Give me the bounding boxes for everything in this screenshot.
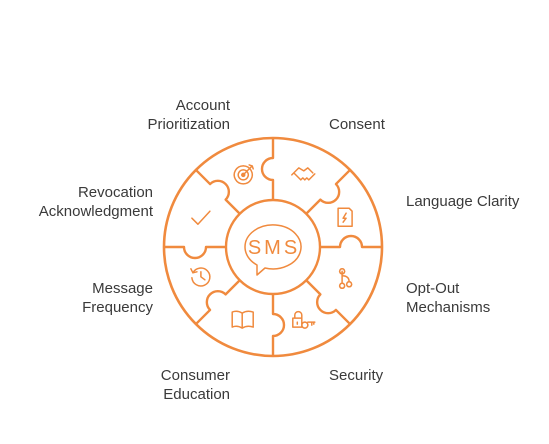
label-line: Consumer: [160, 367, 230, 384]
puzzle-divider: [195, 279, 241, 325]
puzzle-divider: [305, 169, 351, 215]
label-line: Message: [92, 280, 153, 297]
history-clock-icon: [190, 267, 211, 287]
label-line: Acknowledgment: [38, 203, 153, 220]
label-line: Revocation: [77, 184, 153, 201]
puzzle-divider: [195, 169, 241, 215]
chat-bubble-icon: [244, 224, 302, 276]
branch-icon: [338, 268, 353, 290]
target-icon: [233, 164, 254, 185]
label-consent: Consent: [329, 115, 385, 134]
label-line: Frequency: [82, 299, 153, 316]
label-line: Opt-Out: [406, 280, 460, 297]
label-line: Mechanisms: [406, 299, 491, 316]
label-line: Consent: [329, 116, 385, 133]
lock-key-icon: [292, 310, 316, 329]
puzzle-divider: [164, 245, 226, 260]
center-text: SMS: [248, 237, 300, 259]
label-language-clarity: Language Clarity: [406, 192, 519, 211]
label-line: Prioritization: [147, 116, 230, 133]
label-line: Education: [163, 386, 230, 403]
puzzle-divider: [320, 234, 382, 249]
puzzle-divider: [271, 294, 286, 356]
label-line: Security: [329, 367, 384, 384]
label-security: Security: [329, 366, 383, 385]
book-icon: [231, 310, 254, 329]
document-icon: [337, 207, 353, 227]
puzzle-divider: [305, 279, 351, 325]
center-hub: SMS: [224, 198, 322, 296]
handshake-icon: [291, 167, 316, 181]
segment-icons: [190, 164, 353, 329]
label-line: Account: [175, 97, 230, 114]
label-line: Language Clarity: [406, 193, 520, 210]
puzzle-divider: [260, 138, 275, 200]
checkmark-icon: [191, 210, 211, 225]
